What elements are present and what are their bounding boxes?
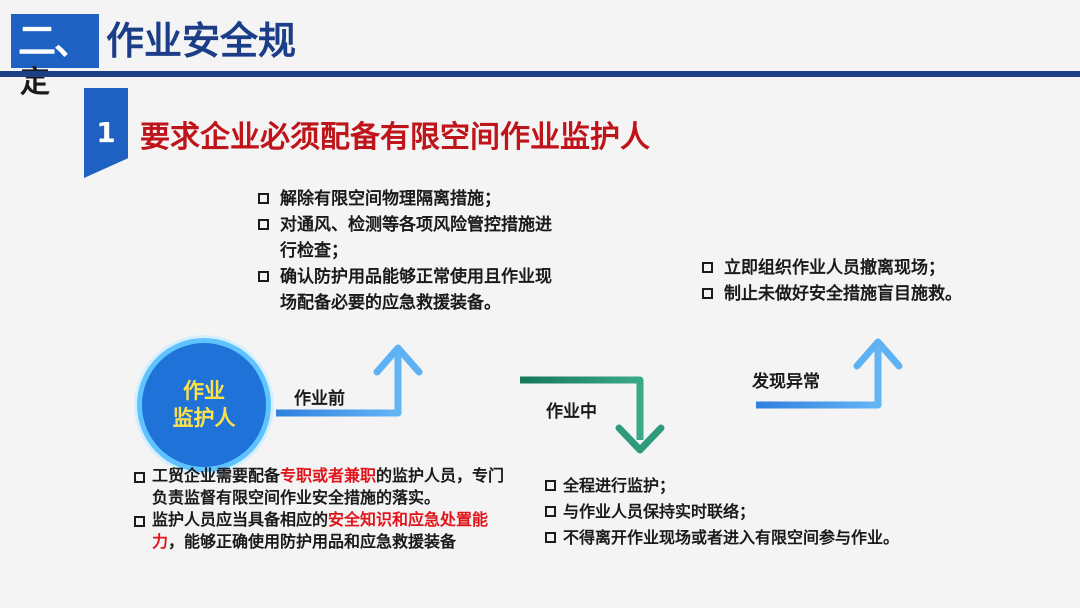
list-item: 对通风、检测等各项风险管控措施进行检查； (256, 212, 566, 264)
page-title: 作业安全规 (106, 19, 297, 63)
stage-label-before: 作业前 (294, 389, 345, 409)
checkbox-icon (545, 480, 556, 491)
requirement-highlight: 安全知识和应急处置能力 (152, 510, 489, 551)
checkbox-icon (134, 516, 145, 527)
arrow-before-icon (276, 352, 402, 417)
checkbox-icon (258, 219, 269, 230)
checkbox-icon (258, 193, 269, 204)
arrow-during-icon (520, 376, 644, 440)
list-item-text: 全程进行监护； (563, 476, 676, 495)
checkbox-icon (545, 506, 556, 517)
list-item-text: 立即组织作业人员撤离现场； (724, 258, 945, 278)
requirement-text-pre: 工贸企业需要配备 (152, 466, 281, 485)
list-item-text: 对通风、检测等各项风险管控措施进行检查； (280, 215, 552, 261)
anomaly-checklist: 立即组织作业人员撤离现场； 制止未做好安全措施盲目施救。 (700, 255, 1000, 307)
list-item-text: 与作业人员保持实时联络； (563, 502, 756, 521)
checkbox-icon (545, 532, 556, 543)
supervisor-requirements: 工贸企业需要配备专职或者兼职的监护人员，专门负责监督有限空间作业安全措施的落实。… (134, 465, 514, 553)
requirement-text-post: ，能够正确使用防护用品和应急救援装备 (168, 532, 457, 551)
requirement-text-pre: 监护人员应当具备相应的 (152, 510, 329, 529)
list-item: 制止未做好安全措施盲目施救。 (700, 281, 1000, 307)
list-item: 不得离开作业现场或者进入有限空间参与作业。 (545, 525, 1005, 551)
header-number: 二、 (18, 19, 92, 63)
requirement-text-post: 的监护人员，专门负责监督有限空间作业安全措施的落实。 (152, 466, 505, 507)
list-item-text: 不得离开作业现场或者进入有限空间参与作业。 (563, 528, 900, 547)
list-item: 监护人员应当具备相应的安全知识和应急处置能力，能够正确使用防护用品和应急救援装备 (134, 509, 514, 553)
checkbox-icon (702, 288, 713, 299)
list-item: 与作业人员保持实时联络； (545, 499, 1005, 525)
section-title: 要求企业必须配备有限空间作业监护人 (140, 120, 650, 155)
list-item-text: 制止未做好安全措施盲目施救。 (724, 284, 962, 304)
list-item-text: 确认防护用品能够正常使用且作业现场配备必要的应急救援装备。 (280, 267, 552, 313)
list-item: 全程进行监护； (545, 473, 1005, 499)
stage-label-during: 作业中 (546, 402, 597, 422)
checkbox-icon (702, 262, 713, 273)
requirement-highlight: 专职或者兼职 (280, 466, 377, 485)
circle-label-line1: 作业 (183, 379, 225, 403)
arrow-anomaly-icon (756, 348, 882, 409)
circle-label-line2: 监护人 (172, 406, 236, 430)
section-number: 1 (96, 116, 116, 149)
checkbox-icon (134, 472, 145, 483)
header-divider (0, 71, 1080, 77)
list-item: 确认防护用品能够正常使用且作业现场配备必要的应急救援装备。 (256, 264, 566, 316)
during-checklist: 全程进行监护； 与作业人员保持实时联络； 不得离开作业现场或者进入有限空间参与作… (545, 473, 1005, 551)
list-item: 工贸企业需要配备专职或者兼职的监护人员，专门负责监督有限空间作业安全措施的落实。 (134, 465, 514, 509)
list-item: 解除有限空间物理隔离措施； (256, 186, 566, 212)
checkbox-icon (258, 271, 269, 282)
stage-label-anomaly: 发现异常 (752, 372, 820, 392)
before-checklist: 解除有限空间物理隔离措施； 对通风、检测等各项风险管控措施进行检查； 确认防护用… (256, 186, 566, 316)
header-number-box (11, 14, 99, 68)
list-item: 立即组织作业人员撤离现场； (700, 255, 1000, 281)
supervisor-circle: 作业 监护人 (142, 343, 266, 467)
list-item-text: 解除有限空间物理隔离措施； (280, 189, 501, 209)
